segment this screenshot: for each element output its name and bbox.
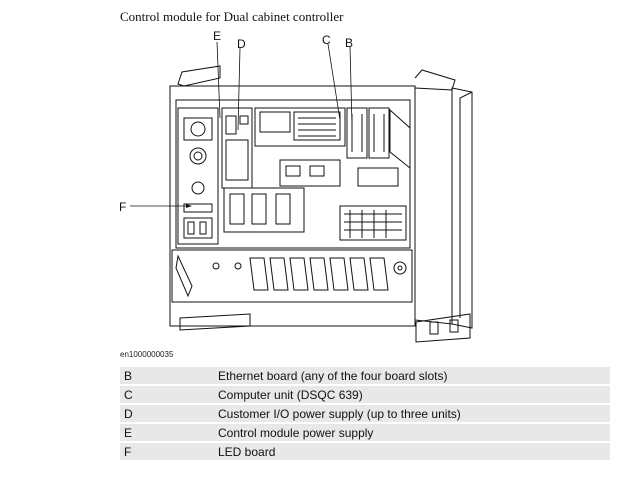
legend-key: E xyxy=(120,424,218,441)
legend-key: B xyxy=(120,367,218,384)
table-row: F LED board xyxy=(120,443,610,460)
figure-id: en1000000035 xyxy=(120,350,174,359)
callout-d: D xyxy=(237,37,246,51)
legend-desc: Control module power supply xyxy=(218,424,610,441)
left-control-panel xyxy=(177,107,219,245)
legend-desc: LED board xyxy=(218,443,610,460)
terminal-block xyxy=(339,205,407,241)
legend-key: D xyxy=(120,405,218,422)
callout-f: F xyxy=(119,200,126,214)
legend-key: F xyxy=(120,443,218,460)
computer-unit xyxy=(254,107,346,147)
legend-table: B Ethernet board (any of the four board … xyxy=(120,365,610,462)
legend-desc: Ethernet board (any of the four board sl… xyxy=(218,367,610,384)
io-power-supplies xyxy=(223,187,305,233)
table-row: E Control module power supply xyxy=(120,424,610,441)
legend-desc: Computer unit (DSQC 639) xyxy=(218,386,610,403)
legend-desc: Customer I/O power supply (up to three u… xyxy=(218,405,610,422)
document-title: Control module for Dual cabinet controll… xyxy=(120,9,344,24)
board-slot-1 xyxy=(346,107,368,159)
left-foot-bracket xyxy=(179,313,251,331)
left-handle xyxy=(177,65,221,87)
right-foot-bracket xyxy=(415,313,471,343)
cable-gland-slots xyxy=(249,257,389,291)
callout-b: B xyxy=(345,36,353,50)
legend-key: C xyxy=(120,386,218,403)
callout-e: E xyxy=(213,29,221,43)
controller-cabinet-figure: E D C B F xyxy=(100,28,500,350)
table-row: D Customer I/O power supply (up to three… xyxy=(120,405,610,422)
table-row: C Computer unit (DSQC 639) xyxy=(120,386,610,403)
table-row: B Ethernet board (any of the four board … xyxy=(120,367,610,384)
cabinet-drawing: E D C B F xyxy=(119,29,473,343)
right-side-panel xyxy=(451,87,473,329)
callout-c: C xyxy=(322,33,331,47)
board-slot-2 xyxy=(368,107,390,159)
right-handle xyxy=(414,69,456,91)
lower-panel xyxy=(171,249,413,303)
inner-frame xyxy=(175,99,411,249)
callout-leaders xyxy=(130,41,353,207)
